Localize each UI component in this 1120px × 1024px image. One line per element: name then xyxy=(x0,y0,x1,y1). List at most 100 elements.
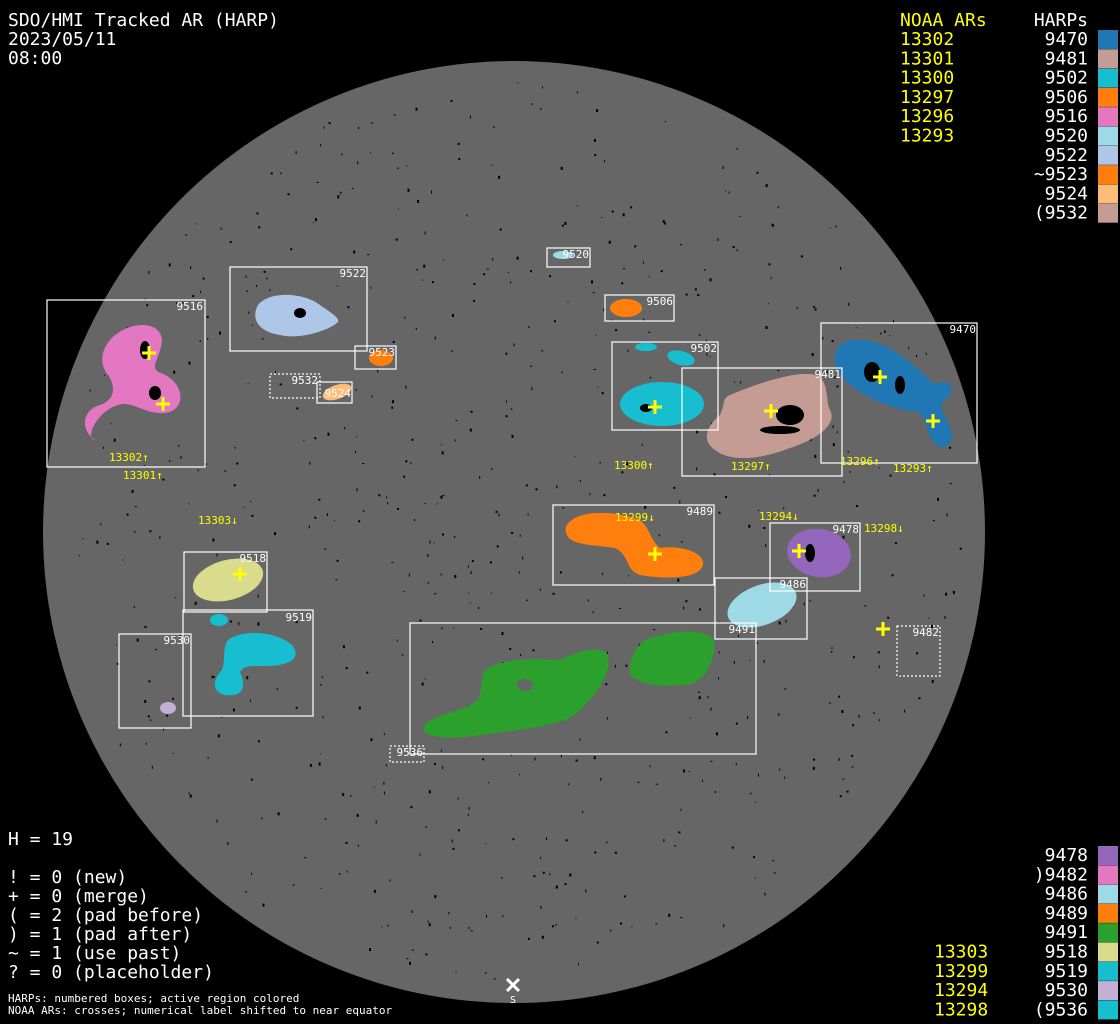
harp-box-9518[interactable]: 9518 xyxy=(183,551,268,613)
speck xyxy=(96,540,99,544)
speck xyxy=(423,264,426,268)
speck xyxy=(597,386,599,388)
speck xyxy=(829,227,831,229)
speck xyxy=(668,913,671,917)
harp-box-9532[interactable]: 9532 xyxy=(269,373,321,399)
speck xyxy=(261,817,263,820)
harp-legend-label: 9486 xyxy=(1045,884,1088,905)
noaa-cross-icon xyxy=(926,414,940,428)
harp-box-9491[interactable]: 9491 xyxy=(409,622,757,755)
speck xyxy=(433,542,435,544)
speck xyxy=(356,488,358,492)
speck xyxy=(800,255,803,258)
speck xyxy=(207,337,209,340)
speck xyxy=(552,592,555,595)
speck xyxy=(623,895,626,898)
harp-box-9536[interactable]: 9536 xyxy=(389,745,425,763)
speck xyxy=(540,856,542,859)
speck xyxy=(454,439,456,442)
speck xyxy=(609,930,612,932)
harp-box-9470[interactable]: 9470 xyxy=(820,322,978,464)
speck xyxy=(949,446,952,449)
speck xyxy=(683,606,685,610)
speck xyxy=(173,370,176,374)
speck xyxy=(648,276,650,278)
speck xyxy=(431,190,432,194)
speck xyxy=(784,687,786,690)
harp-box-9486[interactable]: 9486 xyxy=(714,577,808,640)
speck xyxy=(932,520,935,522)
speck xyxy=(468,806,470,810)
speck xyxy=(220,227,222,230)
harp-box-9520[interactable]: 9520 xyxy=(546,247,591,268)
speck xyxy=(455,971,457,973)
speck xyxy=(270,172,273,175)
speck xyxy=(839,795,842,798)
harp-box-9524[interactable]: 9524 xyxy=(316,381,353,404)
harp-box-9502[interactable]: 9502 xyxy=(611,341,719,431)
region-9502 xyxy=(620,343,704,426)
speck xyxy=(342,793,345,796)
speck xyxy=(468,592,470,594)
speck xyxy=(603,494,606,497)
speck xyxy=(431,281,434,284)
speck xyxy=(314,516,317,519)
speck xyxy=(618,608,621,609)
speck xyxy=(414,519,415,522)
harp-box-9506[interactable]: 9506 xyxy=(604,294,675,322)
speck xyxy=(419,619,422,622)
speck xyxy=(620,922,622,925)
speck xyxy=(437,503,438,505)
speck xyxy=(373,889,376,893)
harp-legend-label: (9536 xyxy=(1034,999,1088,1020)
harp-box-9482[interactable]: 9482 xyxy=(896,625,941,677)
speck xyxy=(511,434,514,438)
noaa-cross-icon xyxy=(648,547,662,561)
harp-box-9489[interactable]: 9489 xyxy=(552,504,715,586)
speck xyxy=(540,108,542,111)
speck xyxy=(549,873,551,876)
harp-box-9522[interactable]: 9522 xyxy=(229,266,368,352)
speck xyxy=(336,285,338,287)
speck xyxy=(505,352,508,355)
speck xyxy=(622,213,625,217)
harp-count: H = 19 xyxy=(8,829,73,850)
harp-box-9516[interactable]: 9516 xyxy=(46,299,206,468)
speck xyxy=(655,923,658,925)
speck xyxy=(621,471,624,474)
speck xyxy=(765,543,767,547)
speck xyxy=(391,152,394,154)
harp-box-9478[interactable]: 9478 xyxy=(769,522,861,592)
speck xyxy=(424,678,426,680)
speck xyxy=(878,719,880,722)
speck xyxy=(395,238,398,241)
speck xyxy=(945,592,948,596)
speck xyxy=(649,765,651,768)
speck xyxy=(877,651,880,654)
harp-box-9530[interactable]: 9530 xyxy=(118,633,192,729)
speck xyxy=(510,281,512,284)
harp-label: 9502 xyxy=(691,342,718,355)
speck xyxy=(357,161,359,165)
noaa-cross-icon xyxy=(873,370,887,384)
speck xyxy=(594,154,597,157)
harp-box-9523[interactable]: 9523 xyxy=(354,345,397,370)
noaa-label: 13299↓ xyxy=(615,511,655,524)
speck xyxy=(918,697,921,700)
speck xyxy=(555,923,557,926)
color-swatch xyxy=(1098,165,1118,185)
harp-box-9519[interactable]: 9519 xyxy=(182,609,314,717)
speck xyxy=(319,684,322,686)
speck xyxy=(847,451,850,453)
speck xyxy=(373,786,375,788)
speck xyxy=(194,601,197,605)
color-swatch xyxy=(1098,107,1118,127)
speck xyxy=(411,949,414,951)
speck xyxy=(175,597,177,599)
speck xyxy=(709,278,712,282)
noaa-legend-label: 13297 xyxy=(900,87,954,108)
speck xyxy=(545,837,547,841)
speck xyxy=(768,263,771,266)
speck xyxy=(144,625,147,628)
speck xyxy=(212,538,215,542)
